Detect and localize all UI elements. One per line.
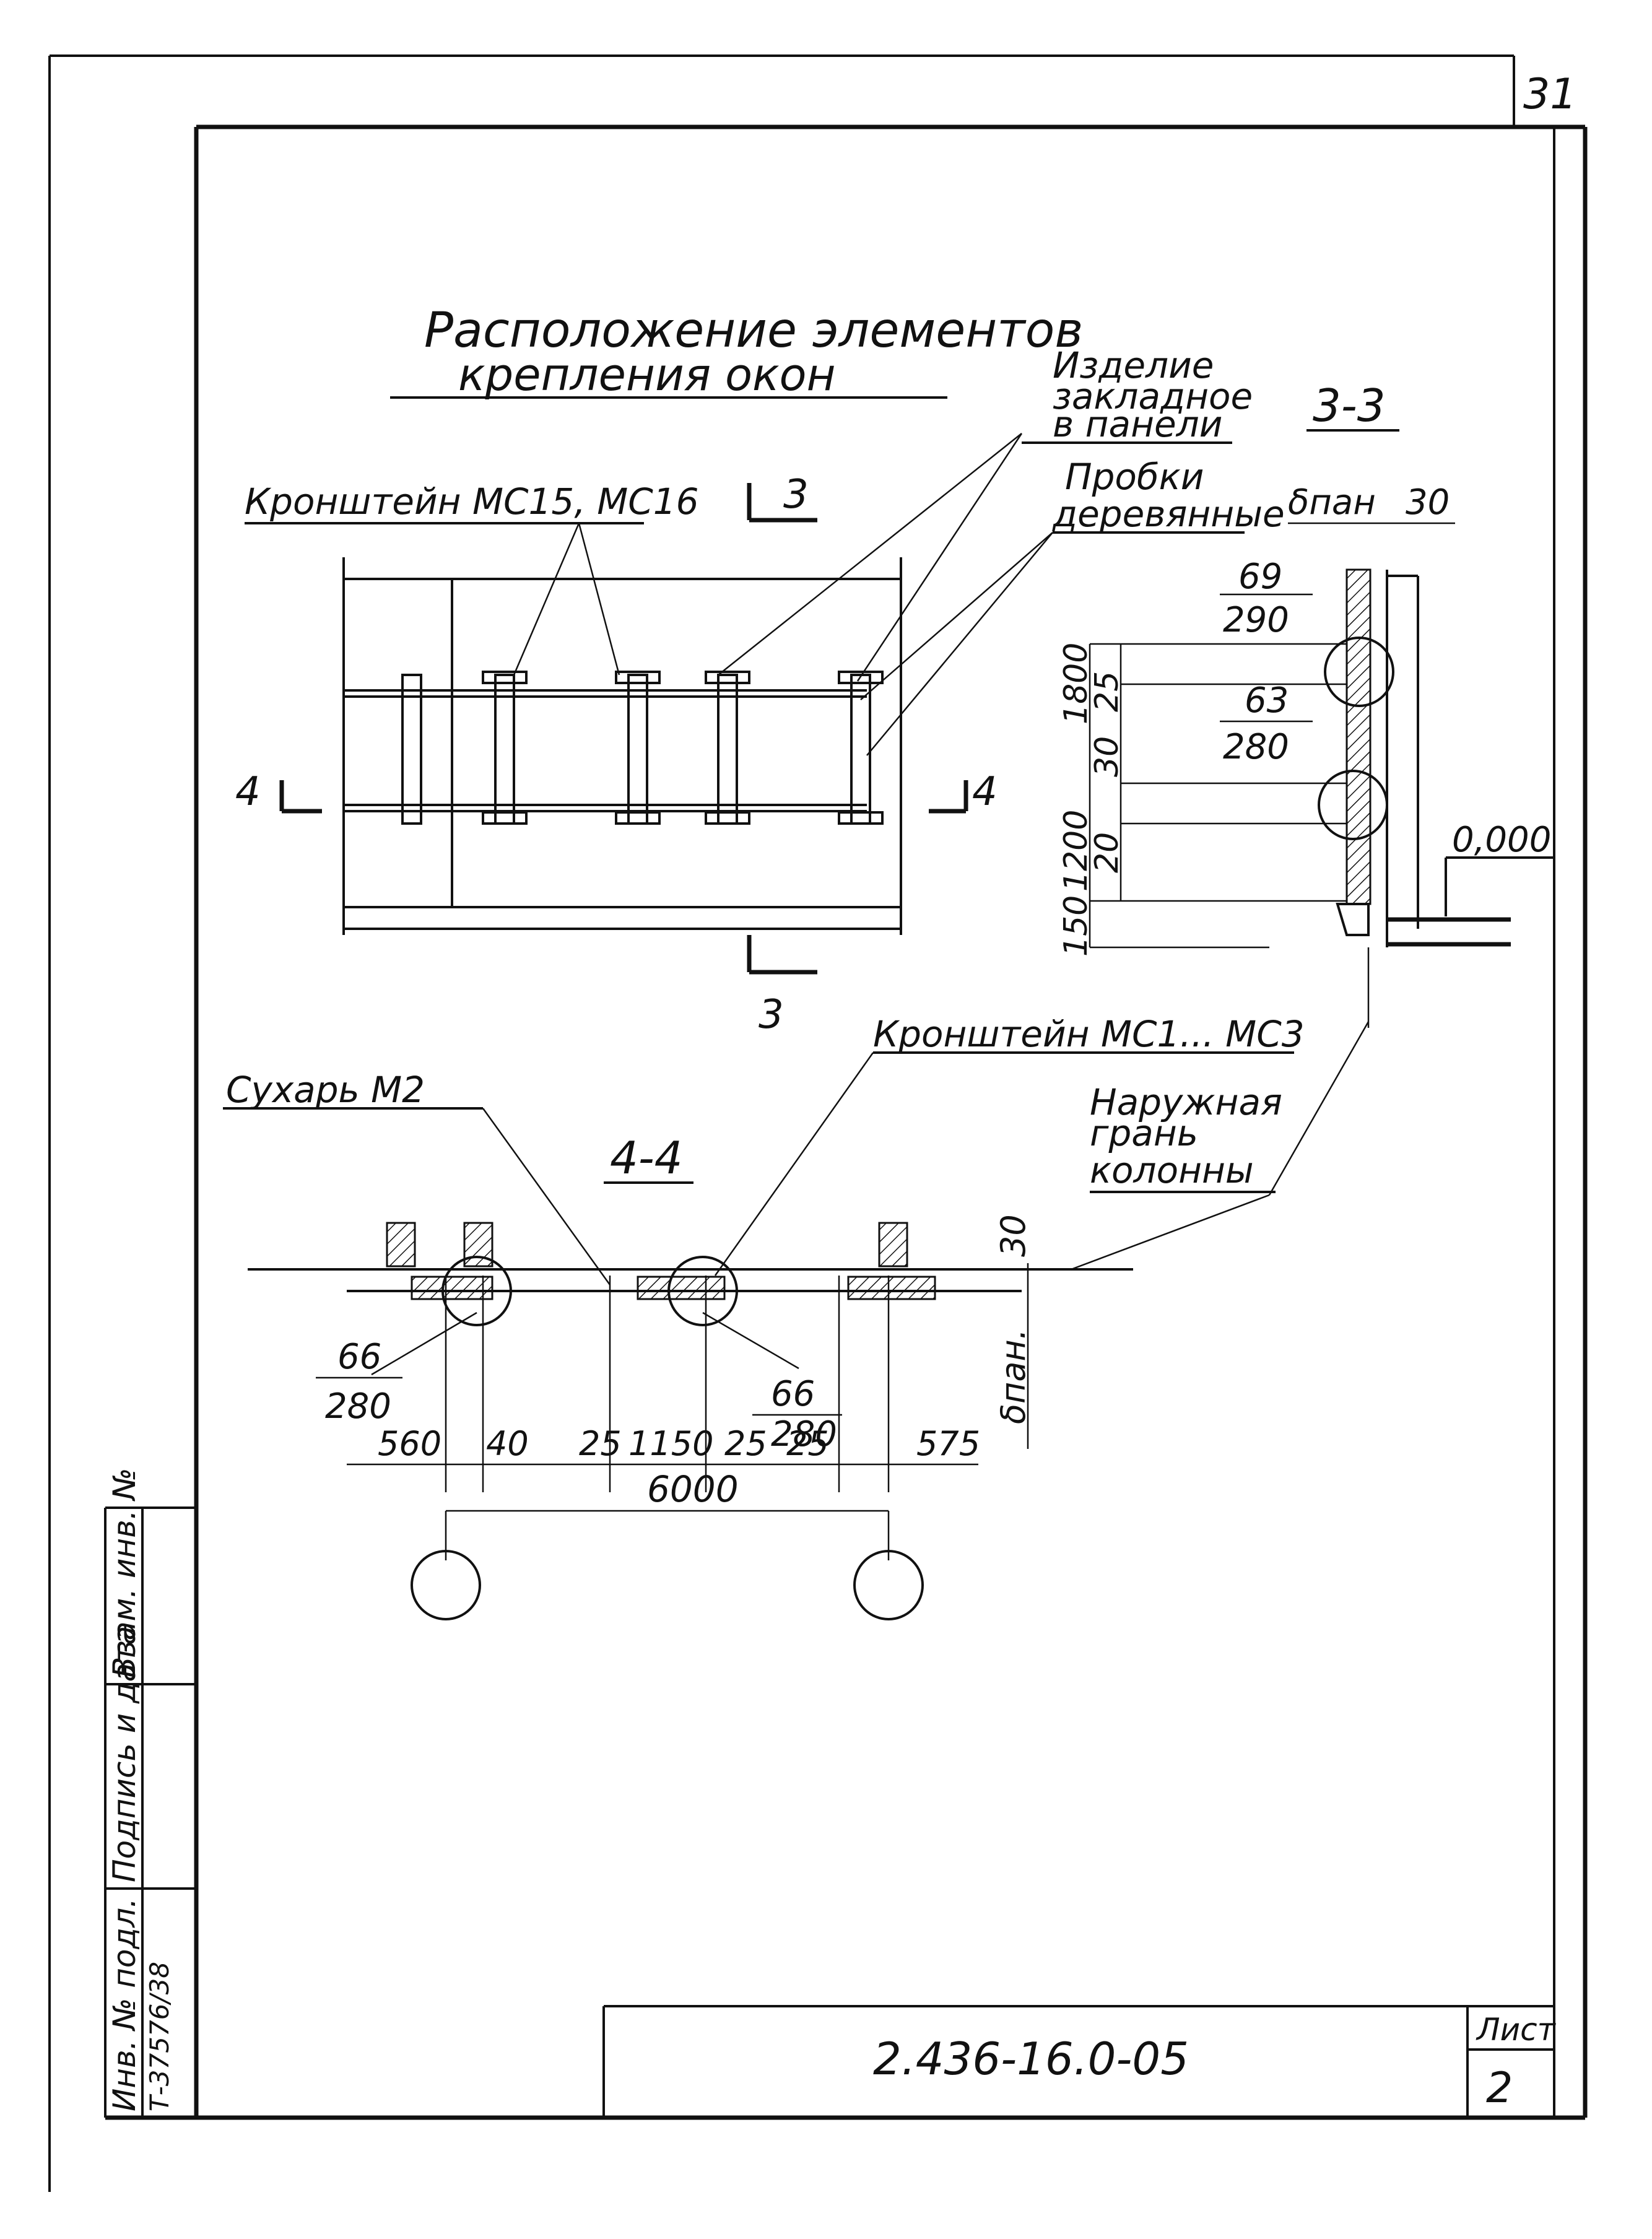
dim-1800: 1800 [1058, 643, 1095, 724]
label-plugs-1: Пробки [1065, 456, 1204, 498]
dim-25b: 25 [724, 1424, 767, 1463]
dim-1150: 1150 [628, 1424, 713, 1463]
level-mark: 0,000 [1452, 820, 1551, 860]
node-63: 63 [1245, 680, 1289, 721]
title-line-2: крепления окон [458, 349, 836, 401]
stamp-signature: Подпись и дата [107, 1626, 142, 1882]
label-embedded-3: в панели [1053, 403, 1222, 445]
dim-30-44: 30 [994, 1214, 1033, 1257]
label-outer-face-3: колонны [1090, 1149, 1254, 1191]
label-outer-face-2: грань [1090, 1112, 1198, 1154]
label-plugs-2: деревянные [1052, 493, 1285, 535]
dim-25-33: 25 [1089, 671, 1126, 712]
dim-25c: 25 [786, 1424, 829, 1463]
doc-code: 2.436-16.0-05 [873, 2033, 1189, 2085]
node-66-right: 66 [771, 1374, 815, 1414]
sheet-label: Лист [1476, 2012, 1557, 2048]
sheet-frame [48, 54, 1588, 2192]
section-mark-4-right: 4 [972, 769, 998, 815]
section-mark-3-bottom: 3 [759, 992, 784, 1038]
dim-1200: 1200 [1058, 810, 1095, 892]
sheet-number: 2 [1486, 2064, 1513, 2113]
dim-dpan-33: δпан [1288, 482, 1376, 523]
dim-dpan-44: δпан. [994, 1329, 1033, 1424]
label-dry-block: Сухарь М2 [226, 1069, 425, 1111]
node-280: 280 [1223, 727, 1289, 767]
label-bracket-mc15: Кронштейн МС15, МС16 [245, 480, 699, 523]
dim-560: 560 [378, 1424, 441, 1463]
section-mark-3-top: 3 [783, 472, 809, 518]
dim-30-v: 30 [1089, 736, 1126, 777]
dim-575: 575 [916, 1424, 980, 1463]
dim-6000: 6000 [647, 1468, 739, 1510]
plan-view: 3 3 4 4 [235, 433, 1053, 1038]
dim-150: 150 [1058, 895, 1095, 957]
dim-40: 40 [486, 1424, 529, 1463]
dim-25a: 25 [579, 1424, 622, 1463]
section-mark-4-left: 4 [235, 769, 261, 815]
label-embedded-2: закладное [1053, 375, 1253, 417]
stamp-replace: Взам. инв. № [107, 1468, 142, 1678]
label-bracket-mc1: Кронштейн МС1... МС3 [873, 1013, 1305, 1055]
side-stamp: Взам. инв. № Подпись и дата Инв. № подл.… [104, 1468, 196, 2118]
node-280-right: 280 [771, 1414, 837, 1454]
label-outer-face-1: Наружная [1090, 1081, 1282, 1123]
dim-20: 20 [1089, 832, 1126, 873]
drawing-title: Расположение элементов крепления окон [390, 303, 1083, 401]
node-290: 290 [1223, 600, 1289, 640]
dim-30-33: 30 [1406, 482, 1450, 523]
stamp-inv-no: Инв. № подл. [107, 1898, 142, 2111]
node-66-left: 66 [337, 1337, 381, 1377]
node-280-left: 280 [325, 1386, 391, 1427]
section-4-4-title: 4-4 [610, 1132, 683, 1184]
label-embedded-1: Изделие [1053, 344, 1214, 386]
section-3-3: 3-3 δпан 30 0,000 69 290 63 [1058, 380, 1554, 957]
stamp-inv-value: Т-37576/38 [144, 1962, 175, 2111]
title-block: 2.436-16.0-05 Лист 2 [602, 2005, 1557, 2118]
page-number: 31 [1523, 70, 1577, 119]
title-line-1: Расположение элементов [424, 303, 1083, 359]
section-3-3-title: 3-3 [1313, 380, 1386, 432]
node-69: 69 [1238, 557, 1282, 597]
section-4-4: 4-4 [248, 947, 1370, 1620]
